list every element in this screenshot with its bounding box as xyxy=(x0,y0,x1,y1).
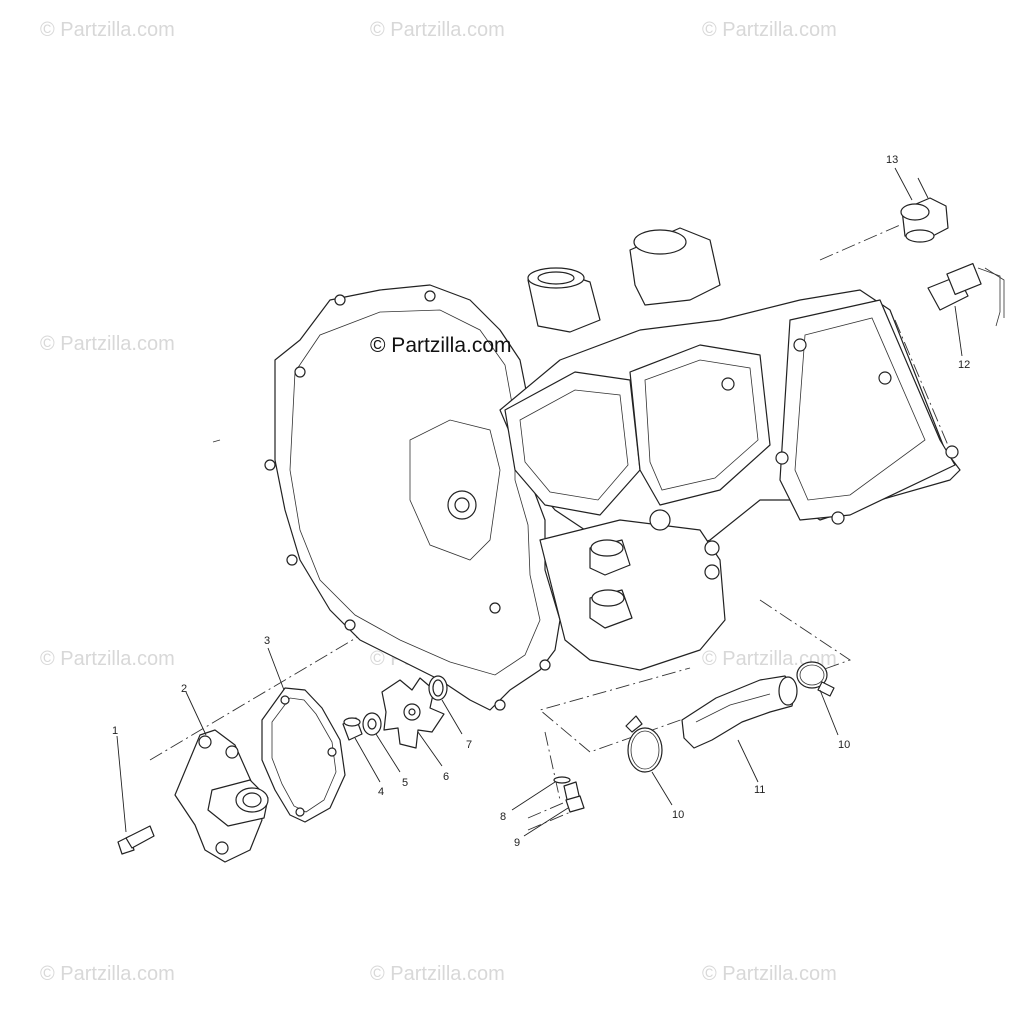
part-9-drain-bolt: 9 xyxy=(514,781,585,849)
callout-9: 9 xyxy=(514,837,520,849)
part-10-hose-clamp-left: 10 xyxy=(625,715,684,821)
watermark-top-left: © Partzilla.com xyxy=(40,19,175,41)
callout-4: 4 xyxy=(378,786,384,798)
callout-2: 2 xyxy=(181,683,187,695)
part-4-nut: 4 xyxy=(342,717,384,798)
part-8-washer: 8 xyxy=(500,776,571,823)
part-1-bolt: 1 xyxy=(112,725,155,855)
part-6-impeller: 6 xyxy=(381,677,449,783)
callout-3: 3 xyxy=(264,635,270,647)
part-5-seal: 5 xyxy=(362,712,408,789)
part-11-coolant-hose: 11 xyxy=(681,675,798,796)
callout-5: 5 xyxy=(402,777,408,789)
part-3-gasket: 3 xyxy=(261,635,346,823)
callout-10-right: 10 xyxy=(838,739,850,751)
callout-6: 6 xyxy=(443,771,449,783)
callout-13: 13 xyxy=(886,154,898,166)
part-12-temperature-sensor: 12 xyxy=(927,262,1005,371)
part-2-pump-cover: 2 xyxy=(174,683,269,863)
stray-mark xyxy=(212,439,221,443)
callout-1: 1 xyxy=(112,725,118,737)
engine-crankcase xyxy=(264,227,961,711)
part-13-thermostat-cap: 13 xyxy=(886,154,949,243)
watermark-center: © Partzilla.com xyxy=(370,334,512,357)
watermark-low-left: © Partzilla.com xyxy=(40,648,175,670)
callout-7: 7 xyxy=(466,739,472,751)
part-10-hose-clamp-right: 10 xyxy=(796,661,850,751)
callout-12: 12 xyxy=(958,359,970,371)
part-7-o-ring: 7 xyxy=(428,675,472,751)
watermark-top-center: © Partzilla.com xyxy=(370,19,505,41)
callout-11: 11 xyxy=(754,784,765,796)
callout-8: 8 xyxy=(500,811,506,823)
watermark-bottom-right: © Partzilla.com xyxy=(702,963,837,985)
watermark-mid-left: © Partzilla.com xyxy=(40,333,175,355)
callout-10-left: 10 xyxy=(672,809,684,821)
watermark-top-right: © Partzilla.com xyxy=(702,19,837,41)
watermark-bottom-center: © Partzilla.com xyxy=(370,963,505,985)
watermark-bottom-left: © Partzilla.com xyxy=(40,963,175,985)
